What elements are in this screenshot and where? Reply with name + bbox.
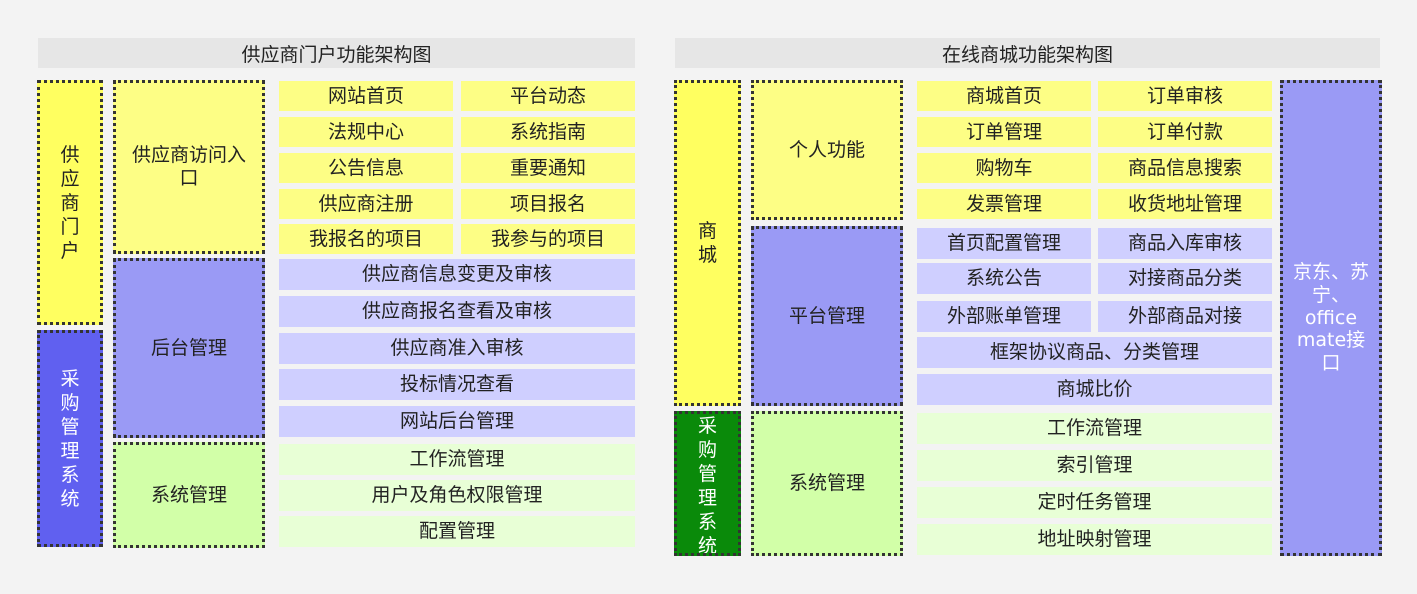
visit-item: 供应商注册 (279, 189, 453, 219)
platform-management: 平台管理 (751, 226, 903, 406)
visit-item: 平台动态 (461, 81, 635, 111)
platform-item: 外部商品对接 (1098, 301, 1272, 332)
backend-item: 供应商报名查看及审核 (279, 296, 635, 327)
supplier-portal-label: 供应商门户 (37, 80, 103, 325)
left-diagram-title: 供应商门户功能架构图 (38, 38, 635, 68)
personal-item: 商品信息搜索 (1098, 153, 1272, 183)
backend-management: 后台管理 (113, 258, 265, 438)
visit-item: 我报名的项目 (279, 224, 453, 254)
visit-item: 法规中心 (279, 117, 453, 147)
backend-item: 供应商信息变更及审核 (279, 259, 635, 290)
system-item: 用户及角色权限管理 (279, 480, 635, 511)
system-item: 索引管理 (917, 450, 1272, 481)
visit-item: 重要通知 (461, 153, 635, 183)
supplier-visit-entry: 供应商访问入口 (113, 80, 265, 254)
visit-item: 网站首页 (279, 81, 453, 111)
system-management-left: 系统管理 (113, 442, 265, 548)
personal-item: 商城首页 (917, 81, 1091, 111)
personal-item: 订单审核 (1098, 81, 1272, 111)
visit-item: 项目报名 (461, 189, 635, 219)
platform-item: 首页配置管理 (917, 228, 1091, 259)
platform-item: 框架协议商品、分类管理 (917, 337, 1272, 368)
platform-item: 外部账单管理 (917, 301, 1091, 332)
system-item: 定时任务管理 (917, 487, 1272, 518)
system-item: 配置管理 (279, 516, 635, 547)
system-item: 工作流管理 (279, 444, 635, 475)
platform-item: 商品入库审核 (1098, 228, 1272, 259)
mall-label: 商城 (674, 80, 741, 406)
personal-item: 订单付款 (1098, 117, 1272, 147)
visit-item: 系统指南 (461, 117, 635, 147)
system-item: 工作流管理 (917, 413, 1272, 444)
backend-item: 网站后台管理 (279, 406, 635, 437)
external-interface: 京东、苏宁、office mate接口 (1280, 80, 1382, 556)
personal-item: 发票管理 (917, 189, 1091, 219)
personal-functions: 个人功能 (751, 80, 903, 220)
platform-item: 对接商品分类 (1098, 263, 1272, 294)
procurement-system-label-right: 采购管理系统 (674, 411, 741, 556)
visit-item: 我参与的项目 (461, 224, 635, 254)
personal-item: 收货地址管理 (1098, 189, 1272, 219)
system-item: 地址映射管理 (917, 524, 1272, 555)
procurement-system-label: 采购管理系统 (37, 330, 103, 547)
backend-item: 供应商准入审核 (279, 333, 635, 364)
system-management-right: 系统管理 (751, 411, 903, 556)
backend-item: 投标情况查看 (279, 369, 635, 400)
right-diagram-title: 在线商城功能架构图 (675, 38, 1380, 68)
platform-item: 商城比价 (917, 374, 1272, 405)
personal-item: 订单管理 (917, 117, 1091, 147)
personal-item: 购物车 (917, 153, 1091, 183)
platform-item: 系统公告 (917, 263, 1091, 294)
visit-item: 公告信息 (279, 153, 453, 183)
